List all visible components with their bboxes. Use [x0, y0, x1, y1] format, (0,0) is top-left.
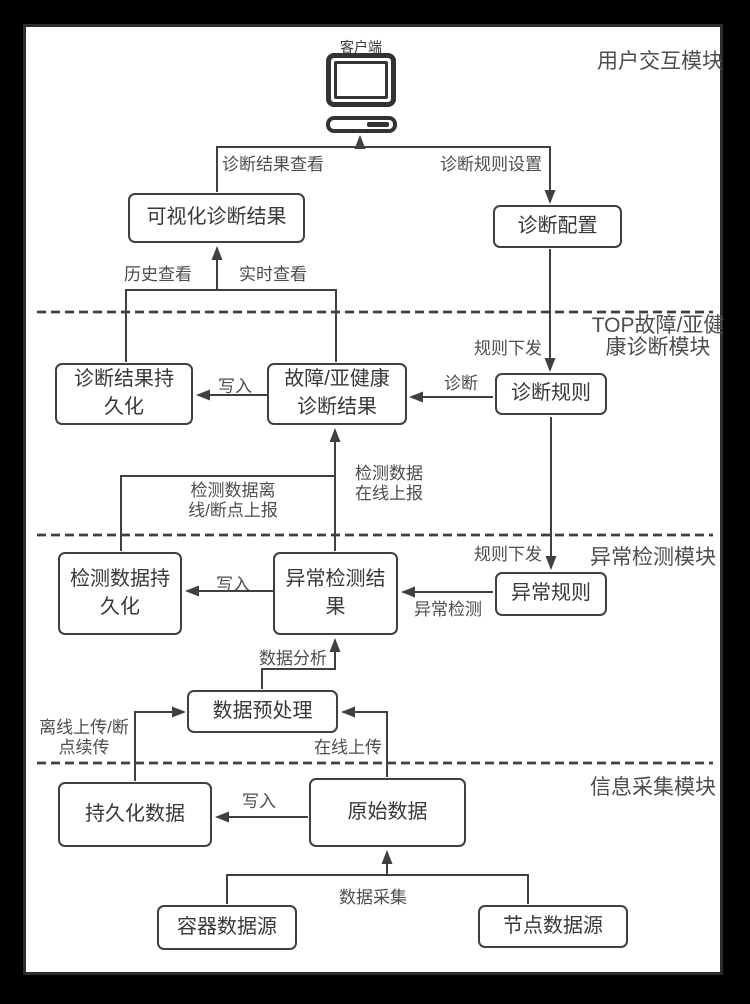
node-diagnosis-config: 诊断配置 — [493, 205, 622, 248]
edge-label-line: 离线上传/断 — [39, 718, 129, 737]
module-label-line: TOP故障/亚健 — [591, 314, 725, 337]
edge-viz-to-client — [216, 135, 366, 192]
node-container-data-source: 容器数据源 — [157, 905, 297, 950]
edge-label-view-result: 诊断结果查看 — [222, 155, 324, 174]
module-label-anomaly-detection: 异常检测模块 — [590, 546, 716, 569]
edge-history-realtime-branch — [125, 289, 337, 362]
node-node-data-source: 节点数据源 — [478, 905, 628, 948]
edge-offline-upload — [134, 706, 186, 781]
edge-label-history-view: 历史查看 — [124, 265, 192, 284]
computer-base-slot — [367, 122, 389, 127]
node-text: 持久化数据 — [85, 802, 185, 825]
module-label-line: 康诊断模块 — [605, 336, 711, 360]
node-diagnosis-rule: 诊断规则 — [495, 373, 607, 415]
edge-label-online-upload: 在线上传 — [314, 738, 382, 757]
node-anomaly-detection-result: 异常检测结 果 — [273, 552, 398, 635]
edge-label-offline-upload: 离线上传/断 点续传 — [36, 718, 132, 757]
node-text: 原始数据 — [347, 800, 428, 823]
edge-label-rule-dispatch-anomaly: 规则下发 — [474, 545, 542, 564]
node-text: 久化 — [100, 595, 140, 618]
node-data-preprocess: 数据预处理 — [187, 690, 338, 733]
edge-client-to-config — [360, 146, 556, 204]
edge-label-realtime-view: 实时查看 — [239, 265, 307, 284]
edge-label-line: 检测数据 — [355, 464, 423, 483]
node-fault-subhealth-diagnosis-result: 故障/亚健康 诊断结果 — [267, 363, 407, 425]
edge-label-set-rule: 诊断规则设置 — [440, 155, 542, 174]
node-text: 节点数据源 — [503, 914, 603, 937]
node-text: 果 — [325, 595, 346, 618]
node-text: 故障/亚健康 — [284, 368, 390, 391]
node-text: 容器数据源 — [177, 915, 277, 938]
edge-label-anomaly-detect: 异常检测 — [414, 600, 482, 619]
edge-label-rule-dispatch-diag: 规则下发 — [474, 339, 542, 358]
edge-label-data-analysis: 数据分析 — [259, 649, 327, 668]
edge-label-write-raw: 写入 — [242, 792, 276, 811]
client-label: 客户端 — [340, 39, 382, 55]
node-detect-data-persistence: 检测数据持 久化 — [58, 552, 182, 635]
node-text: 诊断规则 — [511, 382, 591, 405]
node-text: 诊断结果持 — [74, 368, 174, 391]
edge-detect-offline-report — [120, 475, 334, 551]
computer-base — [326, 116, 397, 133]
edge-label-data-collect: 数据采集 — [339, 888, 407, 907]
node-anomaly-rule: 异常规则 — [495, 572, 607, 616]
node-visual-diagnosis-result: 可视化诊断结果 — [128, 193, 305, 243]
node-diagnosis-result-persistence: 诊断结果持 久化 — [55, 363, 193, 425]
node-text: 检测数据持 — [70, 567, 170, 590]
edge-source-branch — [226, 874, 529, 904]
node-text: 久化 — [104, 396, 144, 418]
edge-label-detect-online: 检测数据 在线上报 — [347, 464, 431, 503]
node-raw-data: 原始数据 — [309, 778, 466, 847]
edge-preprocess-to-result — [261, 638, 341, 689]
node-text: 诊断结果 — [297, 396, 377, 418]
edge-label-diagnose: 诊断 — [444, 374, 478, 393]
edge-online-upload — [341, 706, 388, 777]
module-label-top-diagnosis: TOP故障/亚健 康诊断模块 — [582, 314, 734, 360]
node-text: 异常规则 — [511, 582, 591, 605]
node-text: 可视化诊断结果 — [146, 206, 287, 229]
edge-label-write-detect: 写入 — [216, 575, 250, 594]
node-text: 诊断配置 — [517, 214, 598, 237]
edge-label-line: 点续传 — [58, 737, 110, 757]
module-label-info-collection: 信息采集模块 — [590, 776, 716, 799]
edge-label-detect-offline: 检测数据离 线/断点上报 — [178, 481, 288, 520]
edge-label-line: 线/断点上报 — [188, 500, 278, 520]
module-label-user-interaction: 用户交互模块 — [597, 50, 723, 73]
node-text: 异常检测结 — [285, 567, 386, 590]
edge-label-write-diag: 写入 — [218, 377, 252, 396]
desktop-computer-icon — [326, 53, 397, 133]
monitor-screen — [334, 61, 388, 99]
edge-label-line: 检测数据离 — [190, 481, 276, 500]
node-text: 数据预处理 — [212, 699, 313, 722]
node-persisted-data: 持久化数据 — [58, 782, 212, 847]
monitor-frame — [326, 53, 396, 107]
edge-label-line: 在线上报 — [355, 483, 423, 503]
